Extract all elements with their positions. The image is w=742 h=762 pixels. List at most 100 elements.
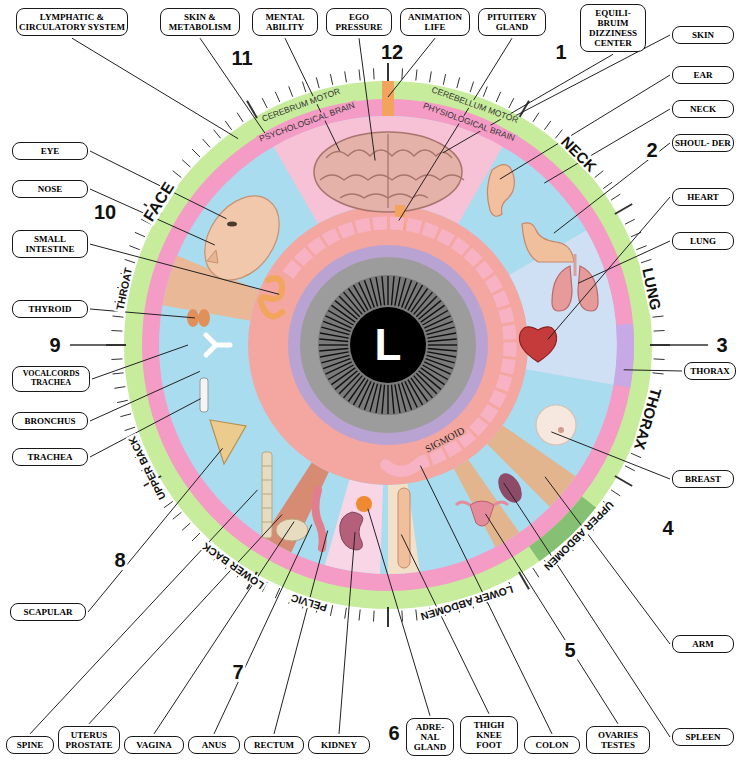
tick-mark <box>302 82 305 92</box>
organ-label-box: PITUITERY GLAND <box>478 8 546 36</box>
tick-mark <box>113 373 124 374</box>
tick-mark <box>316 77 319 88</box>
three-marker <box>664 344 708 346</box>
bronchus-picture <box>206 335 230 355</box>
organ-label-box: KIDNEY <box>308 736 370 754</box>
tick-mark <box>330 605 332 616</box>
tick-mark <box>182 160 190 167</box>
clock-number: 4 <box>660 518 675 538</box>
tick-mark <box>654 358 665 360</box>
organ-name: THORAX <box>687 366 733 376</box>
tick-mark <box>615 476 632 486</box>
organ-name: COLON <box>527 740 577 750</box>
tick-mark <box>653 373 664 374</box>
clock-number: 2 <box>644 140 659 160</box>
zone-wedge <box>614 324 635 388</box>
fibre-line <box>405 381 417 407</box>
organ-label-box: EYE <box>12 142 88 160</box>
tick-mark <box>470 82 473 92</box>
organ-label-box: RECTUM <box>244 736 304 754</box>
tick-mark <box>129 246 139 250</box>
organ-label-box: MENTAL ABILITY <box>252 8 318 36</box>
tick-mark <box>125 427 135 430</box>
fibre-line <box>424 316 450 328</box>
fibre-line <box>323 359 350 369</box>
organ-name: EGO PRESSURE <box>329 12 389 32</box>
zone-wedge <box>325 480 383 574</box>
eye-picture <box>227 222 237 227</box>
organ-label-box: SKIN & METABOLISM <box>160 8 240 36</box>
leader-line <box>92 345 188 379</box>
tick-mark <box>111 358 122 360</box>
zone-label: NECK <box>557 132 600 175</box>
tick-mark <box>611 490 620 496</box>
green-ring <box>124 81 652 609</box>
organ-name: SMALL INTESTINE <box>15 234 85 254</box>
tick-mark <box>603 182 612 188</box>
fibre-line <box>364 383 374 410</box>
fibre-line <box>398 278 406 306</box>
fibre-line <box>323 321 350 331</box>
organ-name: SCAPULAR <box>13 607 83 617</box>
organ-label-box: UTERUS PROSTATE <box>58 726 120 754</box>
tick-mark <box>262 98 267 108</box>
leader-line <box>551 432 670 479</box>
tick-mark <box>359 70 360 81</box>
fibre-lines <box>319 276 457 414</box>
tick-mark <box>120 414 131 417</box>
leader-line <box>154 522 294 734</box>
pink-ring <box>142 99 634 591</box>
fibre-line <box>382 276 385 305</box>
organ-name: NECK <box>675 104 731 114</box>
fibre-line <box>326 362 352 374</box>
tick-mark <box>387 63 389 83</box>
tick-mark <box>135 232 145 237</box>
zone-label: PELVIC <box>288 592 330 614</box>
organ-label-box: BRONCHUS <box>12 412 88 430</box>
zone-wedges <box>163 116 635 574</box>
tick-mark <box>117 400 128 402</box>
tick-mark <box>275 588 280 598</box>
small-intestine-picture <box>261 278 282 316</box>
leader-line <box>72 38 238 139</box>
organ-label-box: SHOUL- DER <box>672 134 734 152</box>
tick-mark <box>636 246 646 250</box>
organ-label-box: THYROID <box>12 300 88 318</box>
zone-wedge <box>263 462 329 552</box>
clock-number: 3 <box>714 335 729 355</box>
organ-label-box: VAGINA <box>124 736 184 754</box>
spine-picture <box>262 452 272 538</box>
leader-line <box>544 109 670 183</box>
organ-label-box: BREAST <box>672 470 734 488</box>
tick-mark <box>237 113 243 122</box>
tick-mark <box>544 121 550 130</box>
animation-mark <box>382 81 394 116</box>
heart-picture <box>519 327 556 362</box>
fibre-line <box>427 355 455 363</box>
nose-picture <box>207 250 218 263</box>
tick-mark <box>125 259 135 262</box>
organ-label-box: THIGH KNEE FOOT <box>460 716 518 754</box>
zone-label: LOWER ABDOMEN <box>418 584 517 623</box>
ovary-tube <box>494 502 508 505</box>
organ-name: EQUILI- BRUIM DIZZINESS CENTER <box>583 8 643 48</box>
organ-name: MENTAL ABILITY <box>255 12 315 32</box>
tick-mark <box>611 194 620 200</box>
leader-line <box>624 370 682 371</box>
organ-name: SKIN <box>675 30 731 40</box>
tick-mark <box>214 130 221 139</box>
organ-name: SPINE <box>9 740 51 750</box>
fibre-line <box>376 277 381 306</box>
fibre-line <box>364 280 374 307</box>
tick-mark <box>114 387 125 389</box>
fibre-line <box>319 349 348 352</box>
tick-mark <box>631 453 641 458</box>
organ-label-box: EQUILI- BRUIM DIZZINESS CENTER <box>580 4 646 52</box>
organ-label-box: EGO PRESSURE <box>326 8 392 36</box>
clock-number: 8 <box>112 550 127 570</box>
leader-line <box>90 399 201 457</box>
grey-ring <box>300 257 476 433</box>
clock-number: 7 <box>230 662 245 682</box>
zone-label: THROAT <box>114 265 134 313</box>
leader-line <box>90 309 195 318</box>
